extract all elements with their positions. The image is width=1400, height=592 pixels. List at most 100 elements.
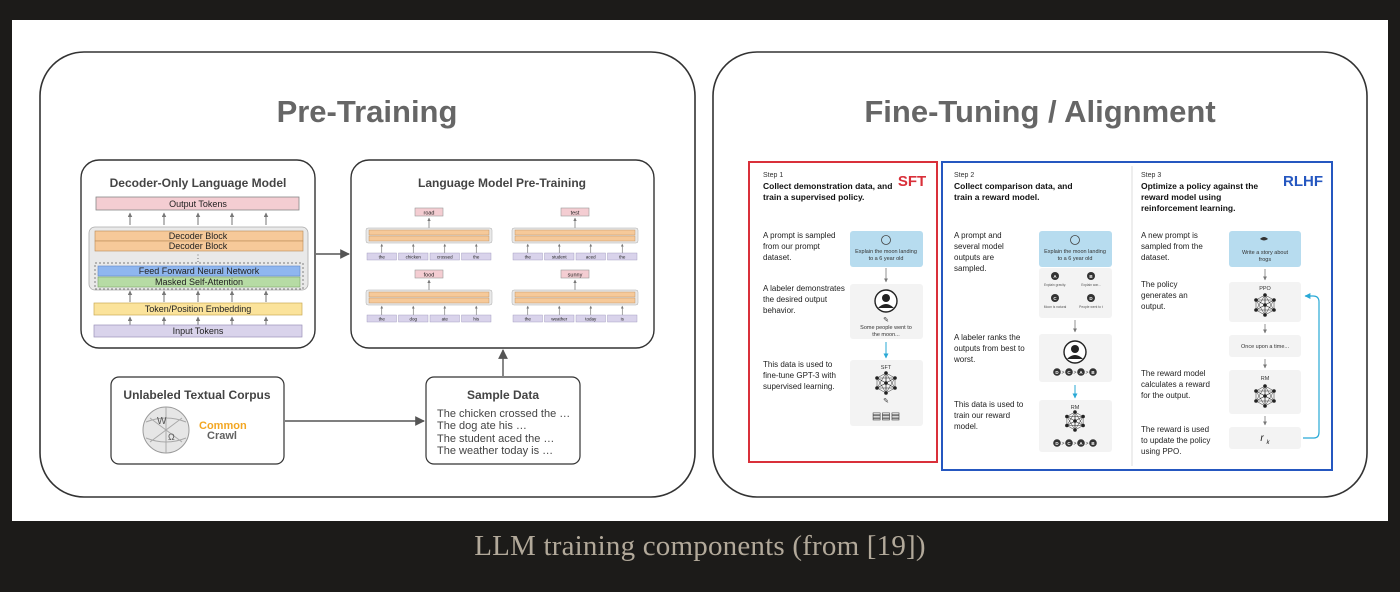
corpus-box: Unlabeled Textual Corpus W Ω Common Craw… — [110, 376, 285, 465]
rank-separator: > — [1086, 441, 1089, 447]
input-token: his — [473, 317, 480, 322]
step2-ranking-1: D>C>A>B — [1053, 368, 1097, 376]
step2-model-label: RM — [1071, 405, 1080, 411]
lm-example: sunny the weather today is — [511, 269, 639, 323]
pretraining-panel: Pre-Training Decoder-Only Language Model… — [39, 51, 696, 498]
attention-layer — [97, 276, 301, 288]
sample-line-2: The dog ate his … — [437, 420, 527, 432]
step3-reward-symbol: r — [1260, 433, 1264, 444]
option-letter: B — [1089, 274, 1093, 279]
sft-frame — [748, 161, 938, 463]
input-token-box — [544, 252, 575, 261]
rank-separator: > — [1074, 370, 1077, 376]
step3-prompt-card — [1229, 231, 1301, 267]
input-token-box — [575, 314, 606, 323]
attention-label: Masked Self-Attention — [155, 277, 243, 287]
input-token-box — [398, 252, 429, 261]
input-token: the — [379, 255, 386, 260]
input-tokens-bar — [93, 324, 303, 338]
input-token: today — [585, 317, 597, 322]
step1-documents-icon: ▤▤▤ — [872, 411, 900, 422]
rank-separator: > — [1062, 370, 1065, 376]
input-token: ate — [442, 317, 449, 322]
input-tokens-label: Input Tokens — [173, 326, 224, 336]
input-token: the — [525, 255, 532, 260]
decoder-block-1-label: Decoder Block — [169, 231, 228, 241]
input-token: dog — [409, 317, 417, 322]
ffn-label: Feed Forward Neural Network — [139, 266, 260, 276]
rank-letter: A — [1079, 441, 1083, 446]
step1-pencil-icon: ✎ — [883, 317, 889, 324]
step1-moon-icon — [881, 235, 891, 245]
rank-letter: C — [1067, 441, 1071, 446]
step2-ranking-2: D>C>A>B — [1053, 439, 1097, 447]
mini-decoder-block — [514, 229, 636, 236]
lm-pretraining-title: Language Model Pre-Training — [418, 176, 586, 190]
option-letter: D — [1089, 296, 1093, 301]
rank-separator: > — [1074, 441, 1077, 447]
input-token-box — [607, 252, 638, 261]
step1-model-label: SFT — [881, 365, 892, 371]
step3-frog-icon — [1260, 237, 1268, 241]
sample-line-1: The chicken crossed the … — [437, 408, 570, 420]
input-token-box — [512, 252, 543, 261]
pretraining-title: Pre-Training — [277, 94, 458, 129]
option-letter: C — [1053, 296, 1057, 301]
decoder-model-title: Decoder-Only Language Model — [110, 176, 287, 190]
option-text: People went to t — [1079, 305, 1103, 309]
input-token-box — [398, 314, 429, 323]
finetuning-title: Fine-Tuning / Alignment — [864, 94, 1215, 129]
common-crawl-logo: Common Crawl — [199, 420, 247, 442]
predicted-token: sunny — [568, 273, 583, 279]
input-token-box — [461, 252, 492, 261]
decoder-block-2-label: Decoder Block — [169, 241, 228, 251]
input-token-box — [607, 314, 638, 323]
input-arrows — [127, 316, 269, 325]
rlhf-tag: RLHF — [1283, 173, 1323, 190]
step3-output: Once upon a time... — [1241, 344, 1289, 350]
step1-pencil-icon-2: ✎ — [883, 398, 889, 405]
sample-line-4: The weather today is … — [437, 445, 553, 457]
sample-line-3: The student aced the … — [437, 433, 554, 445]
input-token: weather — [551, 317, 568, 322]
output-tokens-bar — [95, 196, 300, 211]
mini-decoder-block — [368, 229, 490, 236]
mini-decoder-block — [368, 297, 490, 304]
mini-decoder-block — [514, 291, 636, 298]
step2-label: Step 2 — [954, 172, 974, 179]
rank-letter: D — [1055, 370, 1059, 375]
wikipedia-logo-icon: W Ω — [142, 406, 190, 454]
input-token-box — [544, 314, 575, 323]
input-token: is — [621, 317, 625, 322]
step3-label: Step 3 — [1141, 172, 1161, 179]
mini-decoder-block — [514, 297, 636, 304]
input-token: the — [473, 255, 480, 260]
input-token: crossed — [437, 255, 453, 260]
embedding-arrows — [127, 290, 269, 302]
decoder-block-2 — [94, 240, 304, 252]
step3-model-label: RM — [1261, 376, 1270, 382]
step2-rm-card — [1039, 400, 1112, 452]
rank-letter: C — [1067, 370, 1071, 375]
input-token: the — [525, 317, 532, 322]
option-text: Explain war... — [1081, 283, 1101, 287]
predicted-token-box — [414, 269, 444, 279]
step1-labeler-icon — [874, 289, 898, 313]
logo-line1: Common — [199, 420, 247, 432]
predicted-token: test — [571, 211, 580, 217]
input-token-box — [429, 252, 460, 261]
rank-letter: D — [1055, 441, 1059, 446]
